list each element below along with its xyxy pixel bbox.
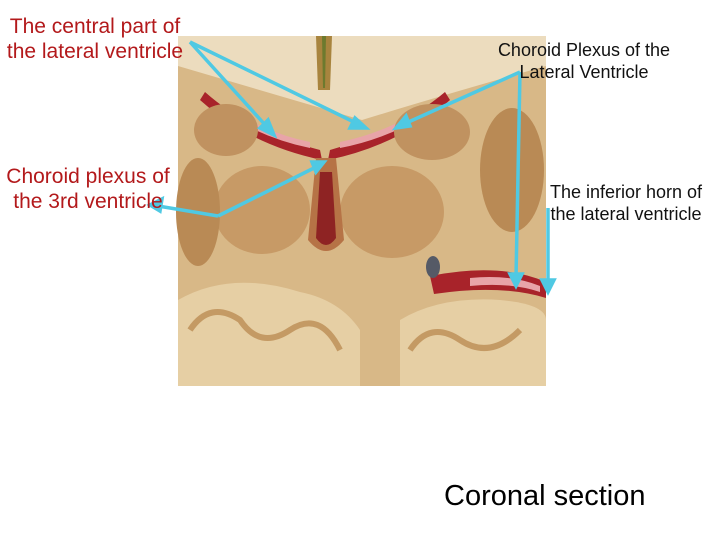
temporal-gyri-right [400,299,546,386]
arrowhead-inferior-down [539,278,557,296]
arrowhead-central-right [347,115,371,130]
label-choroid-plexus-3rd: Choroid plexus of the 3rd ventricle [6,165,170,214]
gyri-outline-right [407,327,523,352]
label-central-part: The central part of the lateral ventricl… [6,15,184,64]
gyri-outline-left [187,309,343,352]
arrowhead-central-left [257,116,278,139]
temporal-gyri-left [178,282,360,386]
arrow-choroid-lat-down [514,71,522,279]
arrowhead-choroid-lat-left [391,112,413,131]
arrow-choroid3-shaft [217,164,319,218]
arrow-choroid-lat-left [403,70,521,126]
arrowhead-choroid3-left [146,195,165,214]
arrow-choroid3-left [157,204,219,218]
plexus-right [340,112,421,148]
arrow-central-left [188,40,270,130]
fissure-center [322,36,326,88]
arrowhead-choroid-lat-down [507,272,525,290]
lentiform-right [480,108,544,232]
grey-ovoid-marker [426,256,440,278]
caudate-right [394,104,470,160]
third-ventricle-core [316,172,336,245]
thalamus-right [340,166,444,258]
corpus-callosum [178,36,546,120]
plexus-left [232,112,310,148]
caption-coronal-section: Coronal section [444,480,646,512]
pointer-arrows [146,40,557,296]
label-inferior-horn: The inferior horn of the lateral ventric… [549,182,703,224]
arrow-central-right [189,40,359,126]
thalamus-left [214,166,310,254]
caudate-left [194,104,258,156]
label-choroid-plexus-lateral: Choroid Plexus of the Lateral Ventricle [497,40,671,82]
arrowhead-choroid3-top [309,160,328,176]
inferior-horn-plexus [470,277,540,292]
